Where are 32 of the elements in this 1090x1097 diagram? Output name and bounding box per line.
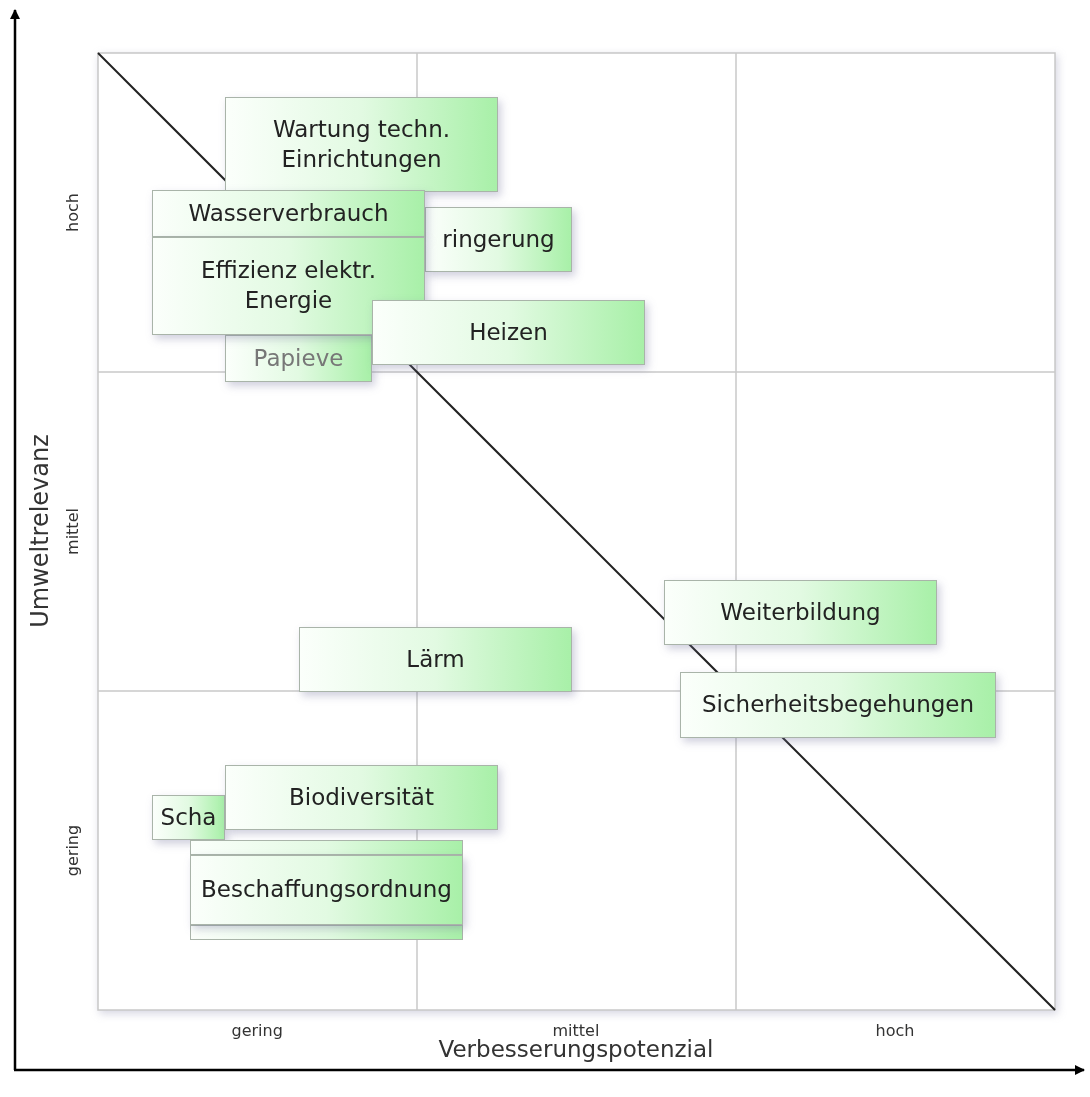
topic-box (425, 207, 572, 272)
topic-label: Weiterbildung (720, 597, 881, 627)
topic-label: Papieve (253, 343, 344, 373)
topic-box (372, 300, 645, 365)
topic-box (225, 335, 372, 382)
box-shape (190, 840, 463, 855)
topic-label: Beschaffungsordnung (201, 875, 452, 905)
topic-label: Scha (160, 802, 217, 832)
topic-box (152, 795, 225, 840)
topic-label: Lärm (406, 644, 465, 674)
axis-tick-label: gering (231, 1020, 283, 1040)
topic-label: ringerung (442, 224, 555, 254)
topic-label: Heizen (469, 317, 548, 347)
axis-tick-label: gering (62, 824, 82, 876)
topic-box (664, 580, 937, 645)
axis-tick-label: hoch (62, 192, 82, 232)
topic-box (190, 855, 463, 925)
topic-box (299, 627, 572, 692)
topic-label: Effizienz elektr. Energie (200, 256, 377, 315)
topic-box (152, 237, 425, 335)
topic-box (225, 97, 498, 192)
axis-tick-label: hoch (875, 1020, 915, 1040)
topic-label: Wartung techn. Einrichtungen (271, 114, 452, 174)
topic-box (152, 190, 425, 237)
topic-label: Sicherheitsbegehungen (701, 690, 975, 720)
topic-box (680, 672, 996, 738)
axis-title: Umweltrelevanz (25, 434, 54, 628)
topic-label: Biodiversität (289, 782, 434, 812)
topic-label: Wasserverbrauch (188, 198, 389, 228)
axis-tick-label: mittel (62, 507, 82, 555)
box-shape (190, 925, 463, 940)
topic-box (225, 765, 498, 830)
